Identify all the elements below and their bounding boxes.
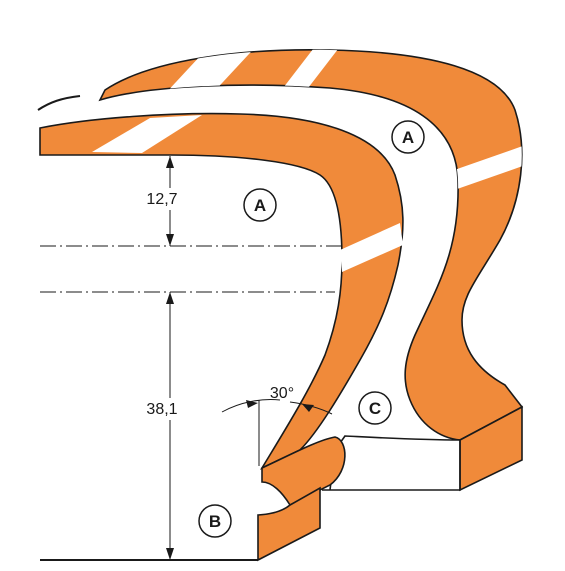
- front-profile: [39, 112, 404, 562]
- front-cutter-base: [257, 486, 321, 562]
- callout-a-front-label: A: [254, 196, 266, 215]
- callout-a-front: A: [243, 188, 277, 222]
- callout-a-back: A: [391, 120, 425, 154]
- front-band-1: [92, 115, 202, 153]
- callout-b: B: [198, 504, 232, 538]
- back-top-arc: [37, 95, 81, 111]
- angle-label: 30°: [270, 385, 294, 402]
- dimension-lower: 38,1: [136, 292, 188, 560]
- front-profile-body: [39, 112, 404, 470]
- callout-c: C: [358, 391, 392, 425]
- back-profile-body: [98, 48, 524, 441]
- back-block-side: [322, 435, 461, 491]
- front-cutter-bead: [261, 436, 346, 507]
- callout-a-back-label: A: [402, 128, 414, 147]
- angle-indicator: 30°: [221, 385, 333, 466]
- dimension-upper-label: 12,7: [146, 191, 177, 208]
- front-band-2: [340, 223, 403, 272]
- callout-b-label: B: [209, 512, 221, 531]
- dimension-lower-label: 38,1: [146, 401, 177, 418]
- callout-c-label: C: [369, 399, 381, 418]
- dimension-upper: 12,7: [136, 156, 188, 246]
